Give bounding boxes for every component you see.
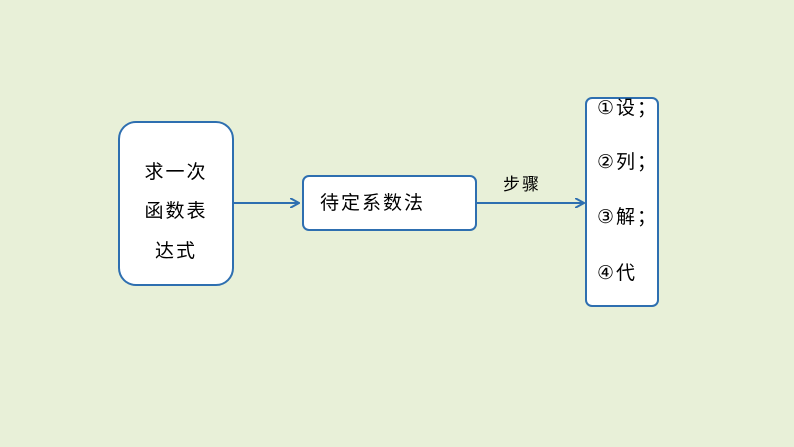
goal-line-3: 达式 xyxy=(154,240,197,262)
method-box: 待定系数法 xyxy=(302,175,477,231)
goal-line-2: 函数表 xyxy=(144,200,208,222)
step-item-1: ①设； xyxy=(597,97,659,119)
steps-arrow-label: 步骤 xyxy=(503,175,541,195)
goal-box: 求一次 函数表 达式 xyxy=(118,121,234,286)
step-item-3: ③解； xyxy=(597,206,659,228)
steps-box: ①设； ②列； ③解； ④代 xyxy=(585,97,659,307)
goal-line-1: 求一次 xyxy=(144,161,208,183)
step-item-2: ②列； xyxy=(597,151,659,173)
method-label: 待定系数法 xyxy=(320,192,426,214)
step-item-4: ④代 xyxy=(597,262,638,284)
